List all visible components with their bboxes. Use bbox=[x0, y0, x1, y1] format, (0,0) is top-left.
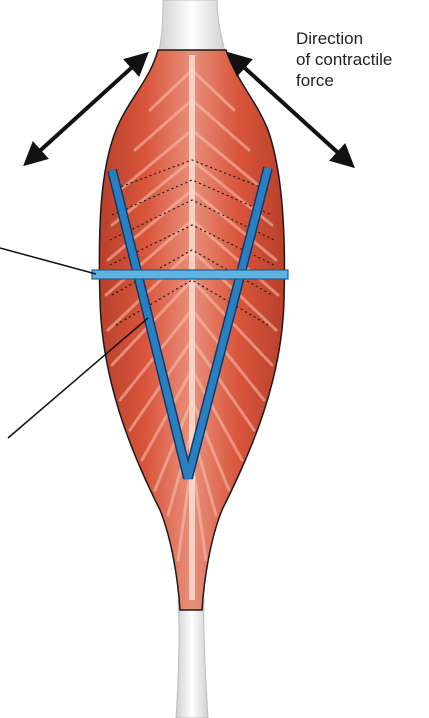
force-direction-label-line-2: of contractile bbox=[296, 49, 392, 70]
bottom-tendon bbox=[176, 600, 208, 718]
force-direction-label-line-1: Direction bbox=[296, 28, 392, 49]
force-direction-label-line-3: force bbox=[296, 70, 392, 91]
force-direction-label: Direction of contractile force bbox=[296, 28, 392, 91]
leader-line-cross-section bbox=[0, 248, 96, 274]
cross-section-bar bbox=[92, 270, 288, 279]
top-tendon bbox=[158, 0, 226, 55]
